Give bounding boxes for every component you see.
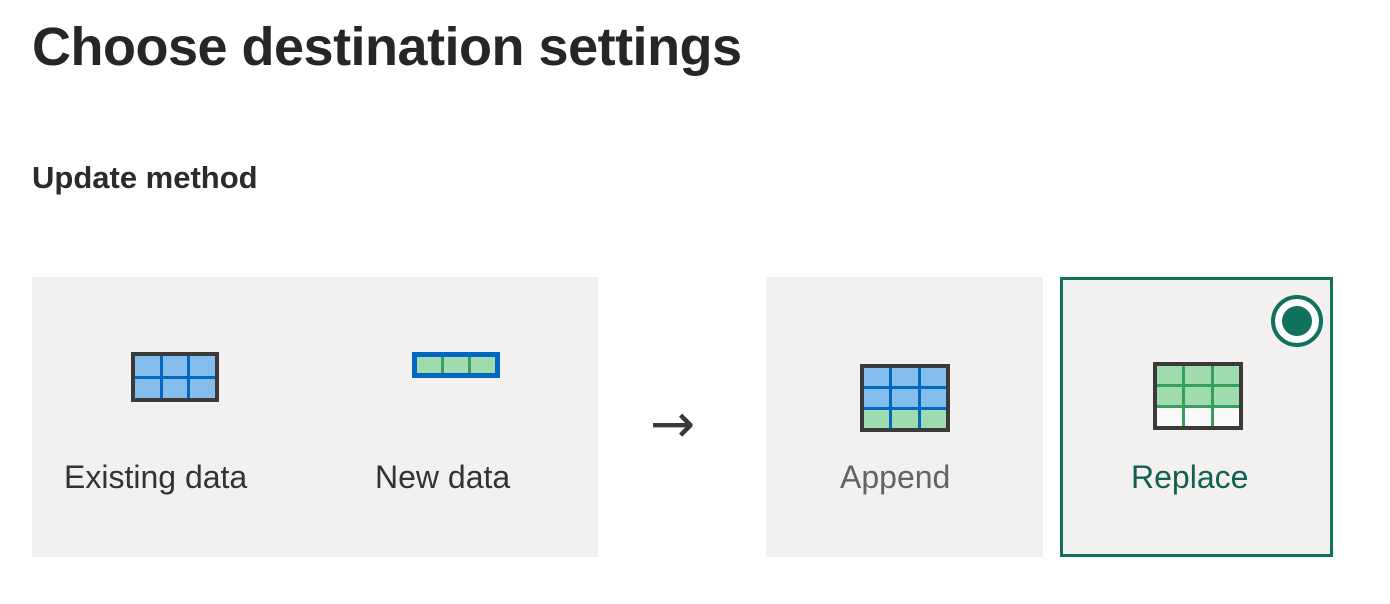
grid-3x1-green-icon: [412, 352, 500, 378]
grid-cell: [864, 410, 890, 428]
grid-cell: [1213, 366, 1239, 384]
grid-cell: [135, 356, 160, 376]
grid-cell: [892, 389, 918, 407]
grid-cell: [1157, 366, 1183, 384]
grid-cell: [892, 368, 918, 386]
grid-cell: [892, 410, 918, 428]
arrow-right-icon: →: [650, 392, 696, 455]
page-title: Choose destination settings: [32, 17, 742, 77]
grid-cell: [135, 378, 160, 398]
grid-cell: [920, 389, 946, 407]
replace-option-label: Replace: [1131, 459, 1249, 495]
grid-cell: [417, 357, 441, 373]
grid-cell: [1185, 387, 1211, 405]
grid-cell: [471, 357, 495, 373]
existing-data-label: Existing data: [64, 459, 248, 495]
grid-cell: [1157, 408, 1183, 426]
radio-selected-icon[interactable]: [1271, 295, 1323, 347]
new-data-label: New data: [375, 459, 511, 495]
grid-cell: [864, 368, 890, 386]
grid-cell: [190, 378, 215, 398]
grid-cell: [1157, 387, 1183, 405]
grid-cell: [162, 378, 188, 398]
section-title-update-method: Update method: [32, 160, 258, 195]
grid-cell: [162, 356, 188, 376]
grid-append-icon: [860, 364, 950, 432]
grid-cell: [920, 368, 946, 386]
grid-cell: [864, 389, 890, 407]
append-option-label: Append: [840, 459, 951, 495]
source-data-panel: [32, 277, 598, 557]
grid-cell: [1185, 366, 1211, 384]
grid-cell: [1185, 408, 1211, 426]
grid-3x2-blue-icon: [131, 352, 219, 402]
grid-cell: [1213, 408, 1239, 426]
grid-cell: [920, 410, 946, 428]
grid-replace-icon: [1153, 362, 1243, 430]
grid-cell: [1213, 387, 1239, 405]
grid-cell: [444, 357, 468, 373]
grid-cell: [190, 356, 215, 376]
radio-dot: [1282, 306, 1312, 336]
